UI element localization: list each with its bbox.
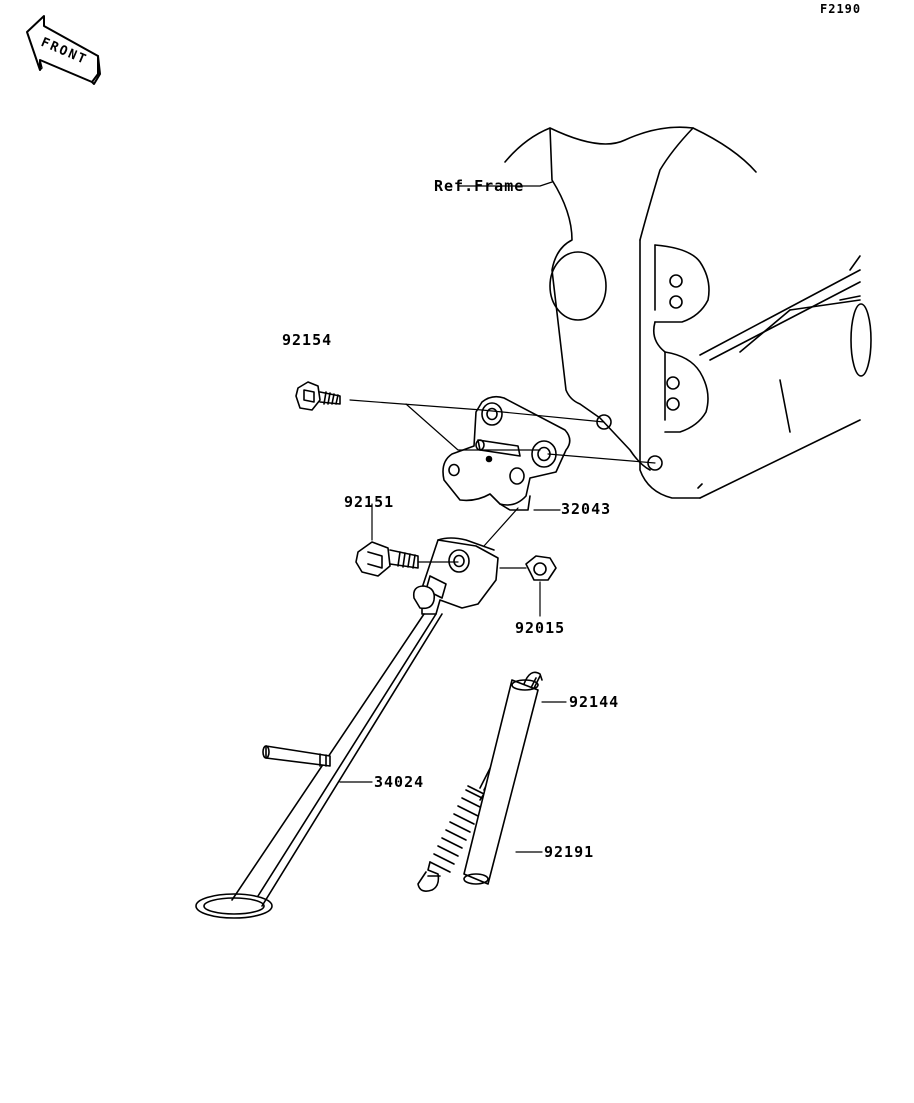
ref-frame-label: Ref.Frame — [434, 177, 525, 195]
leader-bracket-stand — [483, 507, 519, 547]
part-number-92154: 92154 — [282, 331, 333, 349]
part-number-32043: 32043 — [561, 500, 612, 518]
bolt-92151 — [355, 541, 419, 577]
part-number-92015: 92015 — [515, 619, 566, 637]
bolt-92154 — [295, 381, 341, 411]
side-stand-34024 — [195, 537, 499, 919]
part-number-92191: 92191 — [544, 843, 595, 861]
leader-lines — [339, 181, 656, 853]
nut-92015 — [525, 555, 557, 581]
front-arrow-icon — [26, 15, 101, 85]
leader-ref-frame — [457, 181, 553, 187]
leader-92154-frame — [481, 409, 605, 423]
part-number-92144: 92144 — [569, 693, 620, 711]
part-number-34024: 34024 — [374, 773, 425, 791]
leader-92154 — [349, 399, 483, 411]
leader-bracket-frame — [547, 453, 656, 464]
figure-code: F2190 — [820, 2, 862, 16]
reference-frame — [504, 126, 872, 499]
part-number-92151: 92151 — [344, 493, 395, 511]
sleeve-92191 — [463, 679, 539, 885]
spring-coil — [417, 785, 487, 892]
bracket — [442, 395, 571, 511]
leader-92154-b — [405, 403, 541, 451]
